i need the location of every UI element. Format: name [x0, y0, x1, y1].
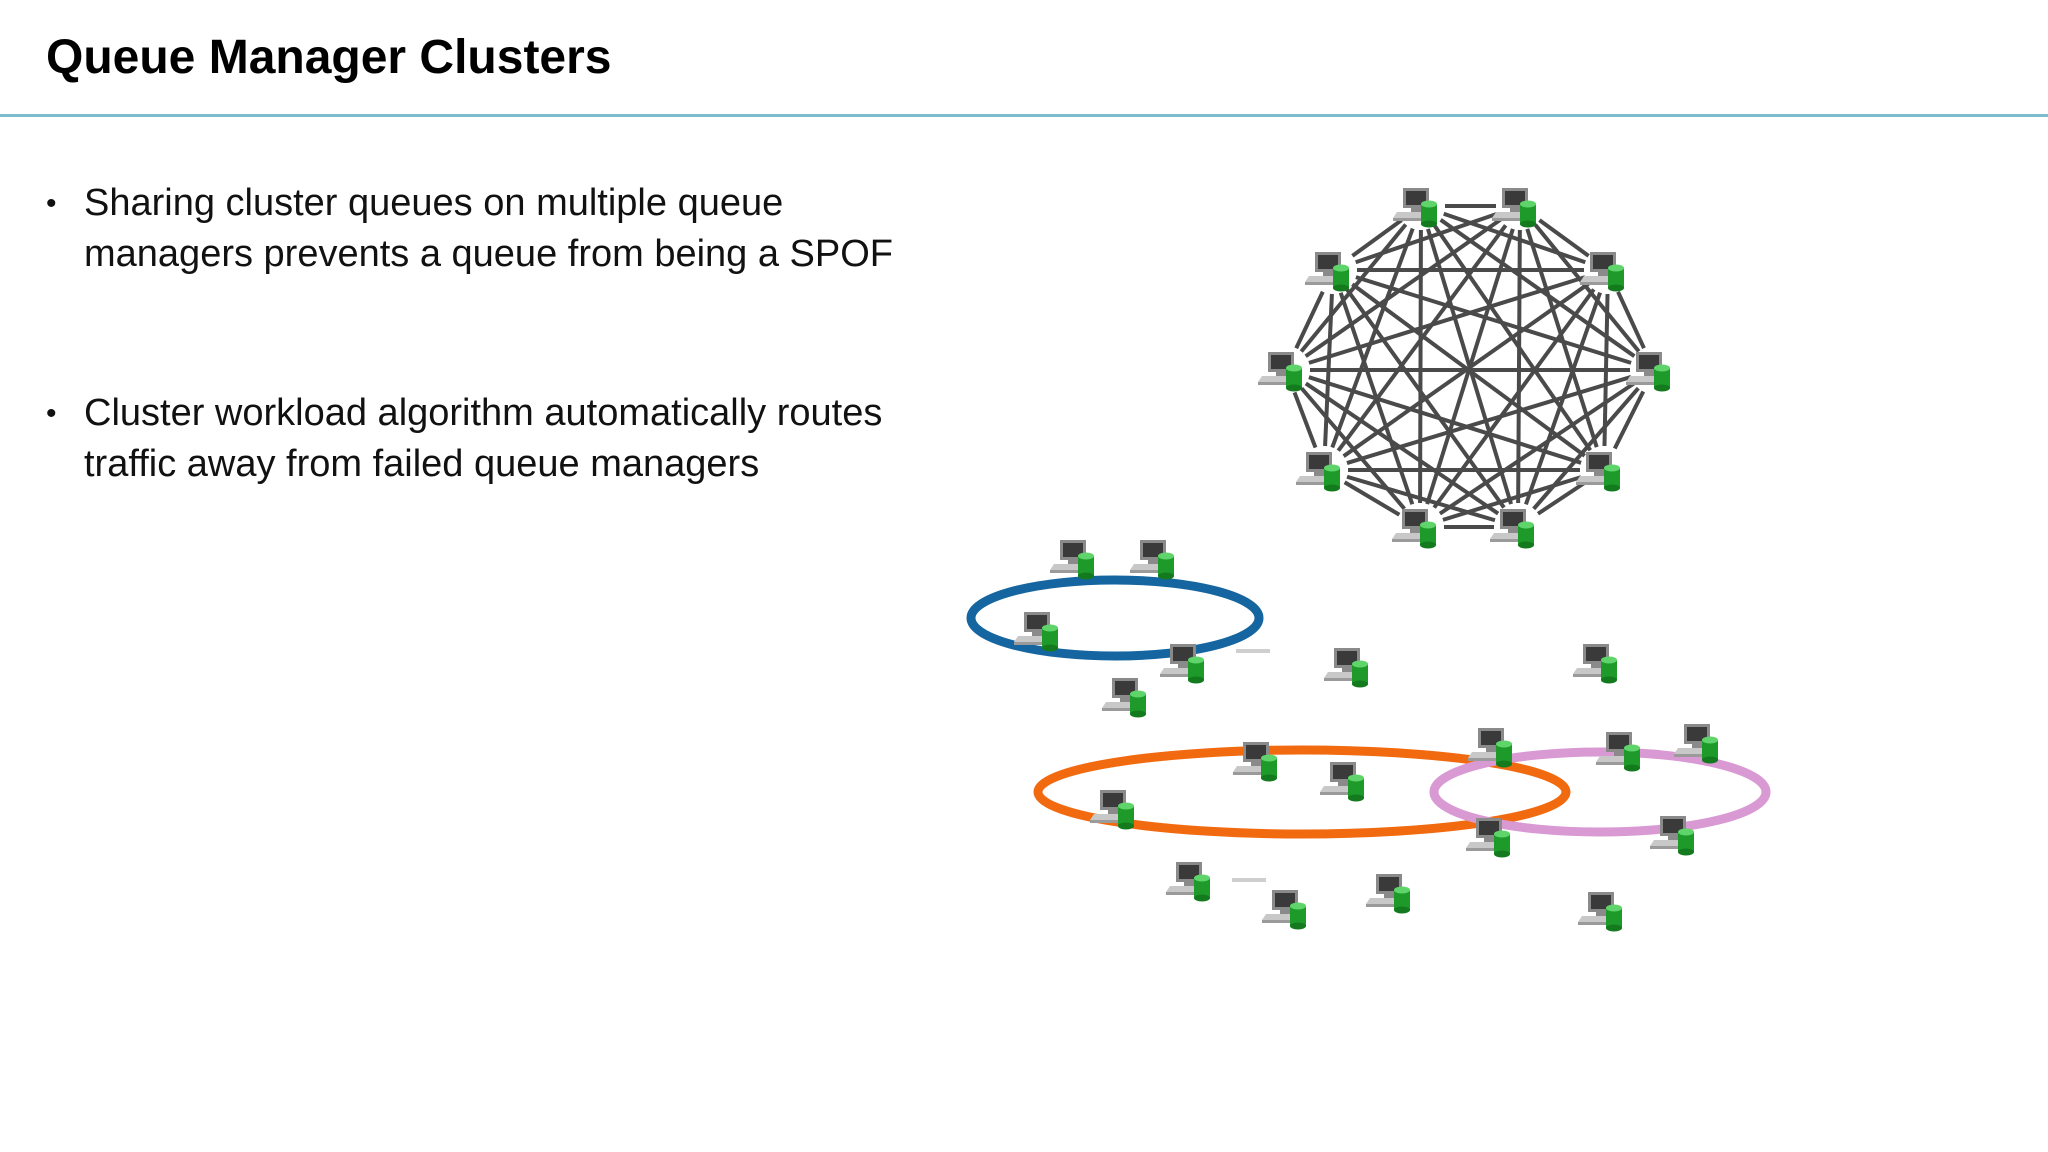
mesh-link [1308, 275, 1586, 365]
queue-manager-icon [1262, 890, 1306, 930]
mesh-link [1616, 290, 1646, 350]
mesh-link [1351, 282, 1586, 458]
mesh-link [1345, 288, 1506, 509]
queue-manager-icon [1258, 352, 1302, 392]
mesh-link [1536, 481, 1586, 516]
mesh-link [1351, 218, 1403, 258]
mesh-link [1294, 290, 1325, 350]
queue-manager-icon [1320, 762, 1364, 802]
mesh-link [1304, 381, 1500, 516]
queue-manager-icon [1305, 252, 1349, 292]
link-marks [1232, 649, 1270, 882]
pink-cluster-ring [1429, 747, 1771, 837]
orange-cluster-ring [1033, 745, 1571, 839]
mesh-link [1323, 293, 1334, 447]
mesh-link [1338, 292, 1415, 505]
title-divider [0, 114, 2048, 117]
queue-manager-icon [1578, 892, 1622, 932]
queue-manager-icon [1130, 540, 1174, 580]
mesh-link [1516, 229, 1522, 504]
queue-manager-icon [1050, 540, 1094, 580]
mesh-link [1532, 386, 1640, 511]
mesh-link [1355, 275, 1632, 365]
mesh-link [1525, 228, 1599, 448]
queue-manager-icon [1573, 644, 1617, 684]
mesh-link [1343, 480, 1401, 517]
mesh-link [1538, 218, 1590, 258]
queue-manager-icon [1102, 678, 1146, 718]
mesh-link [1299, 223, 1408, 353]
bullet-text: Sharing cluster queues on multiple queue… [84, 182, 894, 275]
queue-manager-icon [1166, 862, 1210, 902]
queue-manager-nodes [1014, 188, 1718, 932]
bullet-item: • Cluster workload algorithm automatical… [46, 388, 906, 490]
mesh-link [1346, 474, 1496, 523]
bullet-item: • Sharing cluster queues on multiple que… [46, 178, 906, 280]
mesh-connections [1292, 204, 1646, 529]
mesh-link [1439, 218, 1636, 358]
bullet-glyph: • [46, 187, 57, 220]
bullet-list: • Sharing cluster queues on multiple que… [46, 178, 906, 490]
bullet-glyph: • [46, 397, 57, 430]
mesh-link [1533, 223, 1641, 353]
mesh-link [1612, 390, 1646, 450]
mesh-link [1308, 375, 1582, 465]
slide-title: Queue Manager Clusters [46, 31, 612, 84]
queue-manager-icon [1366, 874, 1410, 914]
mesh-link [1292, 391, 1318, 449]
mesh-link [1300, 386, 1406, 511]
mesh-link [1304, 218, 1502, 358]
blue-cluster-ring [966, 575, 1264, 661]
queue-manager-icon [1296, 452, 1340, 492]
mesh-link [1355, 211, 1498, 265]
bullet-text: Cluster workload algorithm automatically… [84, 392, 883, 485]
cluster-rings [966, 575, 1771, 839]
queue-manager-icon [1324, 648, 1368, 688]
